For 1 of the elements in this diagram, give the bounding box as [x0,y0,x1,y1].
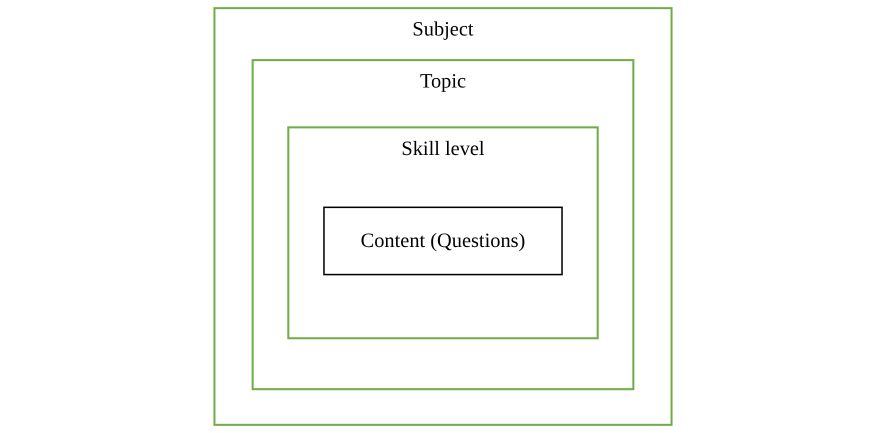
node-box: Content (Questions) [323,206,563,276]
